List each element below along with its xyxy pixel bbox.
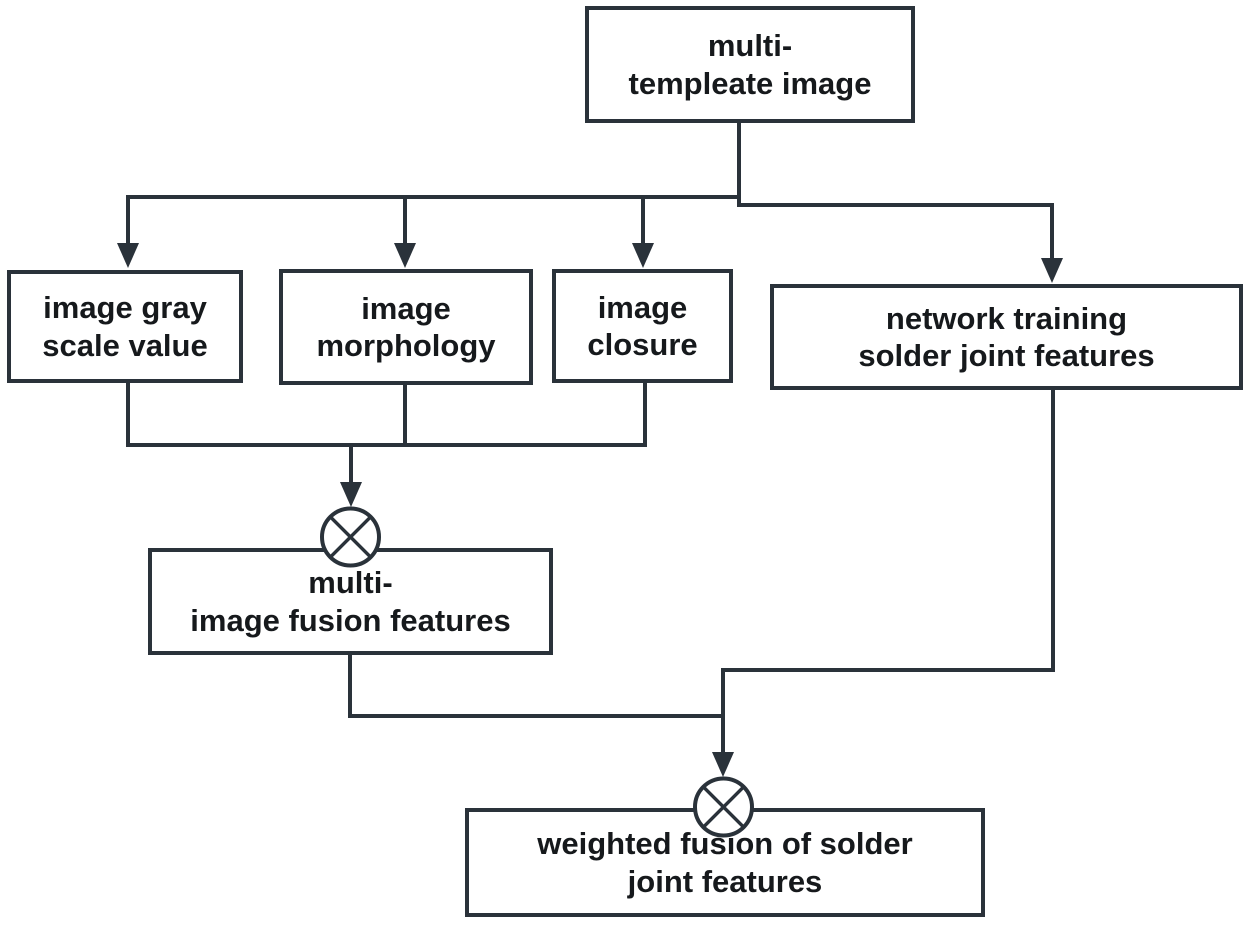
node-network-training-label: network training solder joint features [858, 300, 1155, 373]
node-multi-template-image: multi- templeate image [585, 6, 915, 123]
connector-lines [126, 123, 1055, 755]
arrowhead-operator1 [340, 482, 362, 507]
node-image-gray-scale-value-label: image gray scale value [42, 290, 208, 363]
arrowhead-network [1041, 258, 1063, 283]
node-weighted-fusion-solder-joint-features: weighted fusion of solder joint features [465, 808, 985, 917]
connector-drops-row2 [126, 195, 645, 246]
node-image-closure-label: image closure [587, 289, 698, 362]
node-image-morphology: image morphology [279, 269, 533, 385]
node-image-gray-scale-value: image gray scale value [7, 270, 243, 383]
arrowhead-closure [632, 243, 654, 268]
arrowhead-gray [117, 243, 139, 268]
node-multi-image-fusion-features: multi- image fusion features [148, 548, 553, 655]
node-image-morphology-label: image morphology [316, 290, 496, 363]
arrowhead-operator2 [712, 752, 734, 777]
arrowhead-morphology [394, 243, 416, 268]
node-image-closure: image closure [552, 269, 733, 383]
connector-stubs-row2 [126, 383, 647, 447]
node-weighted-fusion-label: weighted fusion of solder joint features [537, 826, 913, 899]
node-multi-image-fusion-label: multi- image fusion features [190, 565, 511, 638]
node-multi-template-image-label: multi- templeate image [628, 28, 872, 101]
node-network-training-solder-joint-features: network training solder joint features [770, 284, 1243, 390]
